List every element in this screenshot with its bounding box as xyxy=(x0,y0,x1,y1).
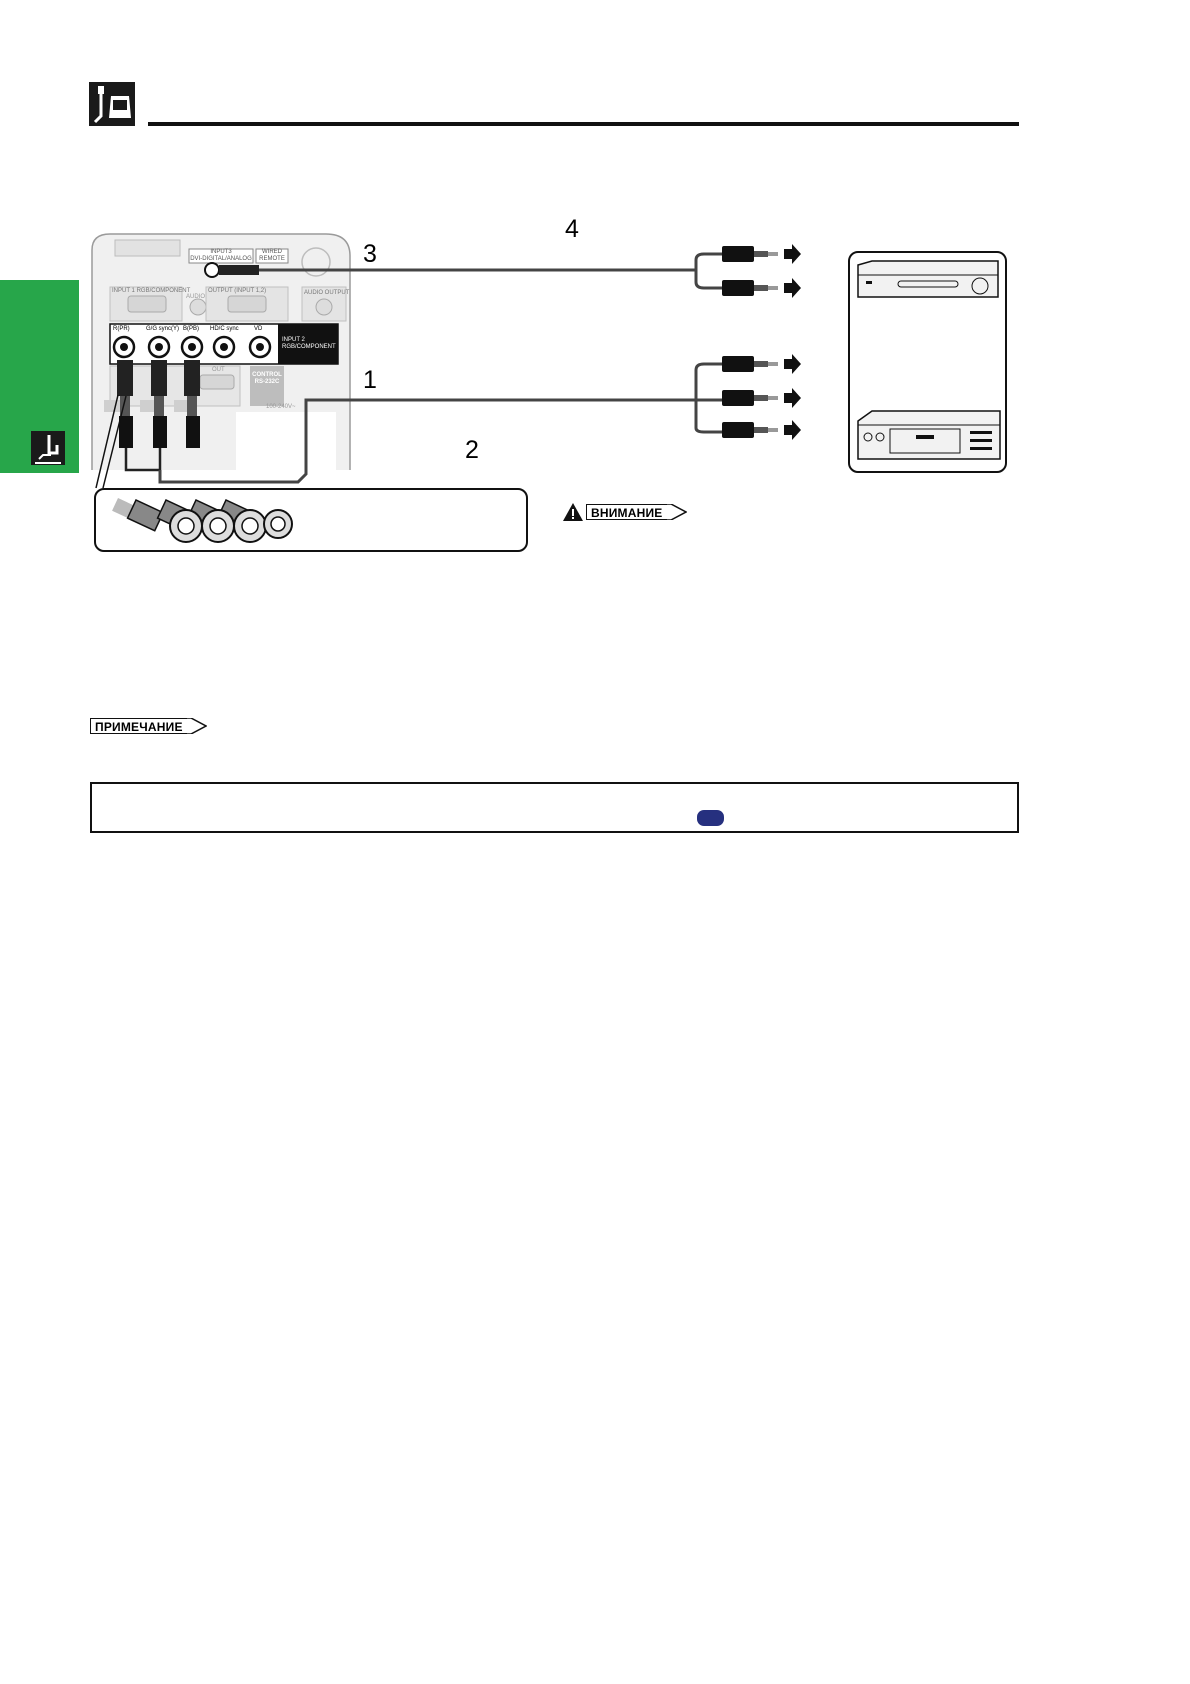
input1-label: INPUT 1 RGB/COMPONENT xyxy=(112,288,191,294)
bnc-plugs xyxy=(117,360,200,448)
caution-arrow xyxy=(666,504,687,520)
voltage-label: 100-240V~ xyxy=(266,404,296,410)
jack-label-b: B(PB) xyxy=(183,326,200,332)
step-3-label: 3 xyxy=(363,240,377,268)
note-label: ПРИМЕЧАНИЕ xyxy=(90,718,187,734)
caution-label: ВНИМАНИЕ xyxy=(586,504,667,520)
note-badge: ПРИМЕЧАНИЕ xyxy=(90,718,207,734)
connection-diagram xyxy=(91,233,801,489)
wired-remote-label: WIRED REMOTE xyxy=(259,249,285,262)
bnc-adaptor-callout xyxy=(94,488,528,552)
step-1-label: 1 xyxy=(363,366,377,394)
jack-label-vd: VD xyxy=(254,326,263,332)
output-arrows xyxy=(784,244,801,440)
note-arrow xyxy=(186,718,207,734)
audio-output-label: AUDIO OUTPUT xyxy=(304,290,350,296)
output-label: OUTPUT (INPUT 1,2) xyxy=(208,288,267,294)
info-box xyxy=(90,782,1019,833)
rca-plugs xyxy=(722,246,778,438)
video-devices-box xyxy=(848,251,1007,473)
jack-label-g: G/G sync(Y) xyxy=(146,326,180,332)
jack-label-r: R(PR) xyxy=(113,326,130,332)
header-rule xyxy=(148,122,1019,126)
warning-icon xyxy=(563,503,583,521)
caution-badge: ВНИМАНИЕ xyxy=(562,502,687,522)
step-2-label: 2 xyxy=(465,436,479,464)
out-label: OUT xyxy=(212,367,225,373)
bnc-adaptor-illustration xyxy=(112,498,293,543)
video-players-illustration xyxy=(857,260,1001,460)
jack-label-hd: HD/C sync xyxy=(210,326,239,332)
step-4-label: 4 xyxy=(565,215,579,243)
button-badge xyxy=(697,810,724,826)
side-connection-icon xyxy=(31,431,65,465)
connection-header-icon xyxy=(89,82,135,126)
audio-label: AUDIO xyxy=(186,294,206,300)
